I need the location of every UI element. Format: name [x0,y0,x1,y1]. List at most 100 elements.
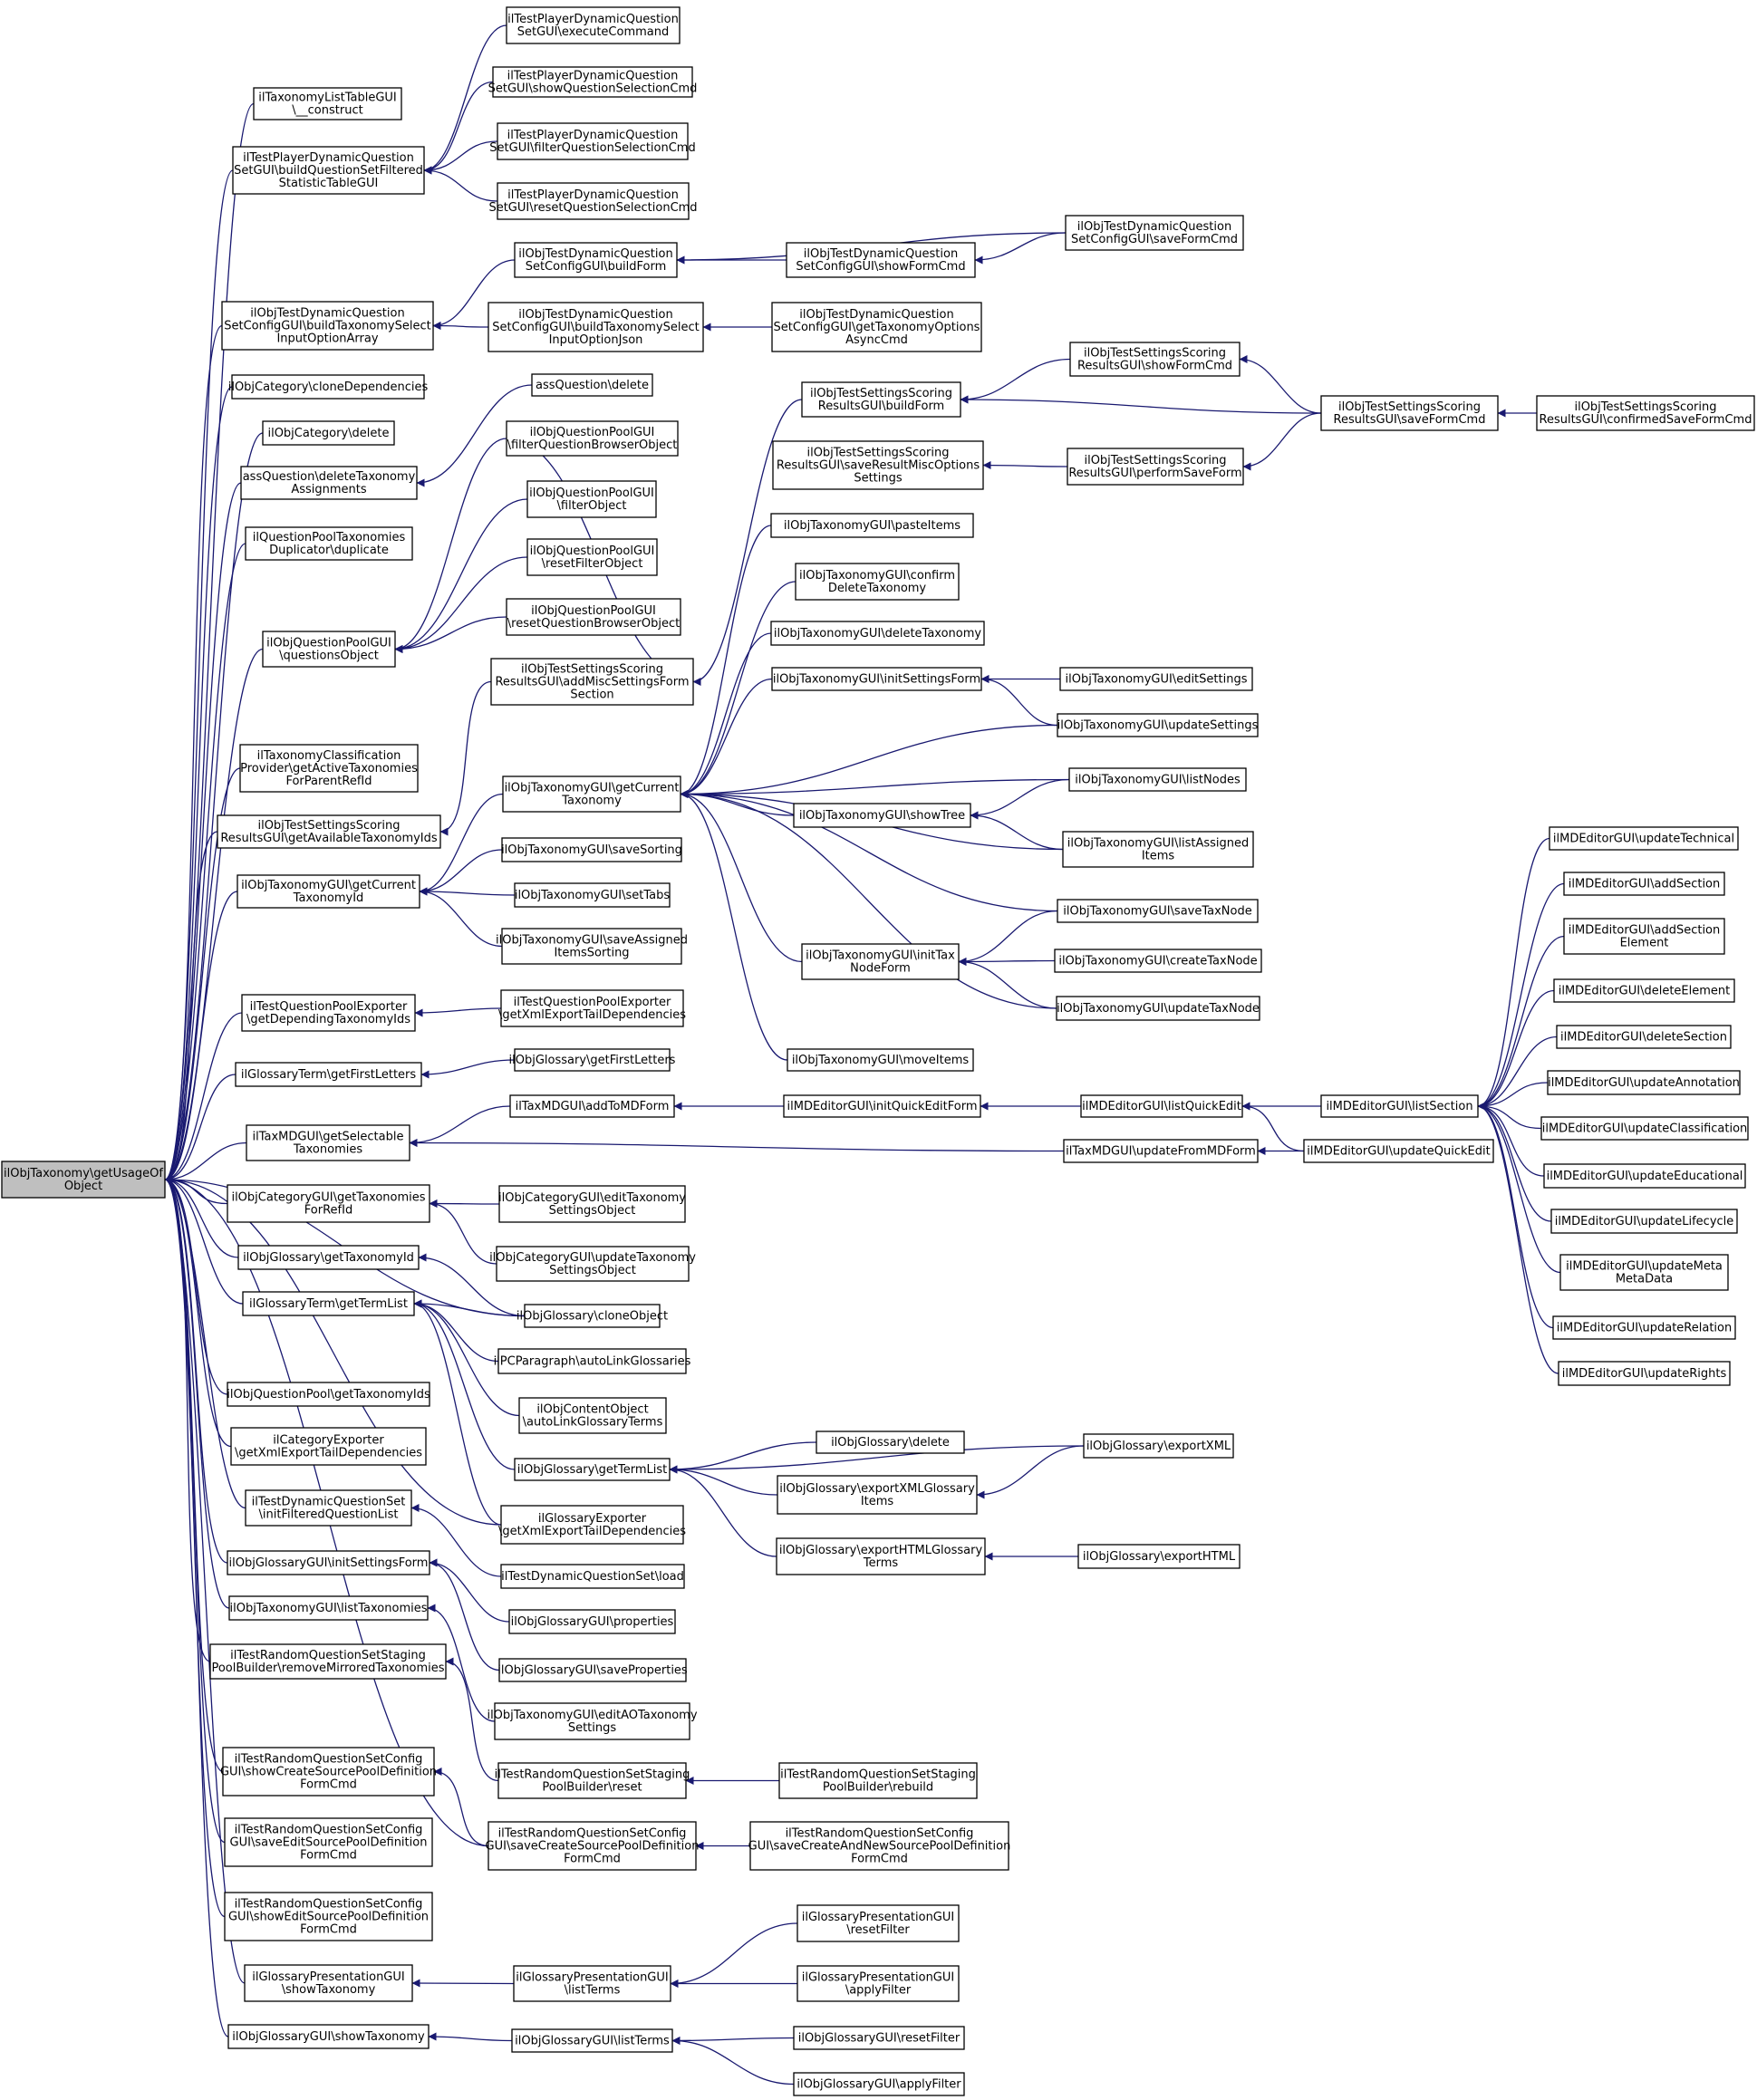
function-node[interactable]: ilObjTaxonomyGUI\setTabs [514,882,671,908]
function-node[interactable]: ilObjTestSettingsScoringResultsGUI\saveR… [772,440,984,490]
function-node[interactable]: ilTestPlayerDynamicQuestionSetGUI\execut… [506,6,681,44]
function-node[interactable]: ilObjTaxonomyGUI\updateSettings [1057,713,1259,737]
function-node[interactable]: ilTestDynamicQuestionSet\load [500,1564,685,1589]
function-node[interactable]: ilObjGlossary\getTermList [514,1458,671,1481]
function-node[interactable]: ilObjTaxonomyGUI\createTaxNode [1054,949,1262,973]
function-node[interactable]: ilObjCategory\cloneDependencies [228,374,429,400]
function-node[interactable]: ilGlossaryPresentationGUI\listTerms [513,1965,671,2002]
function-node[interactable]: ilObjGlossary\getFirstLetters [509,1048,676,1072]
function-node[interactable]: ilObjTaxonomyGUI\listNodes [1068,767,1247,792]
function-node[interactable]: ilQuestionPoolTaxonomiesDuplicator\dupli… [245,526,413,561]
function-node[interactable]: ilObjGlossaryGUI\listTerms [511,2028,673,2053]
function-node[interactable]: ilObjTaxonomyGUI\pasteItems [770,513,974,538]
function-node[interactable]: ilGlossaryTerm\getTermList [242,1291,415,1316]
function-node[interactable]: ilTestQuestionPoolExporter\getXmlExportT… [498,989,686,1027]
function-node[interactable]: ilObjTaxonomyGUI\listTaxonomies [228,1595,429,1621]
function-node[interactable]: ilObjGlossaryGUI\applyFilter [793,2072,965,2096]
function-node[interactable]: ilTestRandomQuestionSetConfigGUI\showEdi… [224,1892,433,1941]
function-node[interactable]: ilObjGlossaryGUI\properties [508,1609,676,1634]
function-node[interactable]: ilObjTestSettingsScoringResultsGUI\getAv… [217,814,441,849]
function-node[interactable]: ilObjQuestionPoolGUI\filterQuestionBrows… [506,420,679,457]
function-node[interactable]: ilMDEditorGUI\updateQuickEdit [1303,1139,1494,1163]
function-node[interactable]: ilMDEditorGUI\updateTechnical [1549,826,1739,851]
function-node[interactable]: ilObjGlossary\exportXML [1083,1433,1234,1459]
function-node[interactable]: ilTestRandomQuestionSetConfigGUI\saveEdi… [224,1817,433,1867]
function-node[interactable]: ilObjContentObject\autoLinkGlossaryTerms [518,1397,667,1434]
function-node[interactable]: ilObjCategoryGUI\editTaxonomySettingsObj… [498,1185,686,1223]
function-node[interactable]: ilTaxMDGUI\updateFromMDForm [1063,1139,1259,1163]
function-node[interactable]: ilObjTaxonomyGUI\saveTaxNode [1057,899,1259,923]
function-node[interactable]: ilObjTestSettingsScoringResultsGUI\confi… [1536,395,1755,431]
function-node[interactable]: ilObjTestDynamicQuestionSetConfigGUI\sav… [1065,215,1244,251]
function-node[interactable]: ilObjTestDynamicQuestionSetConfigGUI\bui… [221,301,434,351]
function-node[interactable]: ilObjGlossaryGUI\saveProperties [497,1658,688,1682]
function-node[interactable]: ilObjGlossary\exportHTML [1077,1544,1241,1569]
function-node[interactable]: ilObjGlossaryGUI\resetFilter [793,2026,965,2050]
function-node[interactable]: ilTaxonomyClassificationProvider\getActi… [239,744,419,793]
function-node[interactable]: ilObjCategory\delete [262,420,395,446]
function-node[interactable]: ilObjTestSettingsScoringResultsGUI\build… [801,381,961,418]
function-node[interactable]: ilTestPlayerDynamicQuestionSetGUI\buildQ… [232,146,425,195]
function-node[interactable]: ilTestRandomQuestionSetStagingPoolBuilde… [778,1762,978,1799]
function-node[interactable]: ilObjQuestionPoolGUI\resetFilterObject [526,538,658,576]
function-node[interactable]: ilTestRandomQuestionSetStagingPoolBuilde… [495,1762,690,1799]
function-node[interactable]: ilObjGlossaryGUI\initSettingsForm [227,1550,430,1575]
function-node[interactable]: ilPCParagraph\autoLinkGlossaries [494,1348,691,1374]
function-node[interactable]: ilObjTestSettingsScoringResultsGUI\addMi… [490,658,694,706]
function-node[interactable]: ilObjQuestionPoolGUI\resetQuestionBrowse… [506,598,681,636]
function-node[interactable]: ilGlossaryTerm\getFirstLetters [235,1062,422,1087]
function-node[interactable]: ilObjGlossary\getTaxonomyId [237,1245,420,1270]
function-node[interactable]: ilObjGlossary\cloneObject [516,1304,668,1328]
function-node[interactable]: ilGlossaryPresentationGUI\resetFilter [796,1904,960,1942]
function-node[interactable]: ilTaxMDGUI\addToMDForm [509,1094,675,1118]
function-node[interactable]: ilObjTaxonomyGUI\updateTaxNode [1056,996,1260,1021]
function-node[interactable]: ilObjTaxonomyGUI\editSettings [1059,667,1253,691]
function-node[interactable]: ilObjQuestionPoolGUI\filterObject [526,480,657,518]
function-node[interactable]: ilTestRandomQuestionSetConfigGUI\saveCre… [748,1821,1011,1871]
function-node[interactable]: ilObjTaxonomyGUI\showTree [793,803,971,828]
function-node[interactable]: ilTestPlayerDynamicQuestionSetGUI\resetQ… [488,182,698,220]
function-node[interactable]: ilTestRandomQuestionSetConfigGUI\showCre… [220,1747,437,1797]
function-node[interactable]: ilCategoryExporter\getXmlExportTailDepen… [230,1427,427,1466]
function-node[interactable]: ilObjTestSettingsScoringResultsGUI\showF… [1069,342,1241,377]
function-node[interactable]: ilMDEditorGUI\listQuickEdit [1080,1094,1243,1118]
function-node[interactable]: ilTestRandomQuestionSetStagingPoolBuilde… [209,1643,447,1680]
function-node[interactable]: ilTestDynamicQuestionSet\initFilteredQue… [245,1489,412,1527]
function-node[interactable]: ilObjQuestionPool\getTaxonomyIds [227,1382,430,1407]
function-node[interactable]: ilMDEditorGUI\updateLifecycle [1550,1209,1738,1234]
function-node[interactable]: ilMDEditorGUI\updateAnnotation [1547,1070,1741,1095]
function-node[interactable]: ilMDEditorGUI\deleteSection [1556,1025,1732,1049]
function-node[interactable]: ilObjTaxonomyGUI\initSettingsForm [771,667,982,691]
function-node[interactable]: ilObjQuestionPoolGUI\questionsObject [262,631,396,668]
function-node[interactable]: ilObjTaxonomyGUI\deleteTaxonomy [770,621,985,646]
function-node[interactable]: ilTestPlayerDynamicQuestionSetGUI\showQu… [488,66,698,98]
function-node[interactable]: ilTestRandomQuestionSetConfigGUI\saveCre… [486,1821,700,1871]
function-node[interactable]: ilMDEditorGUI\updateClassification [1540,1116,1749,1141]
function-node[interactable]: ilObjTestDynamicQuestionSetConfigGUI\sho… [786,242,976,278]
function-node[interactable]: ilTaxonomyListTableGUI\__construct [253,87,402,120]
function-node[interactable]: ilObjTestDynamicQuestionSetConfigGUI\bui… [488,302,704,352]
function-node[interactable]: ilMDEditorGUI\addSection [1563,872,1725,896]
function-node[interactable]: ilMDEditorGUI\updateRights [1558,1361,1731,1386]
function-node[interactable]: ilTestQuestionPoolExporter\getDependingT… [241,994,416,1032]
function-node[interactable]: ilMDEditorGUI\deleteElement [1553,978,1735,1003]
function-node[interactable]: ilObjTestSettingsScoringResultsGUI\perfo… [1067,448,1244,486]
function-node[interactable]: ilTestPlayerDynamicQuestionSetGUI\filter… [489,122,696,160]
function-node[interactable]: ilObjTestDynamicQuestionSetConfigGUI\get… [771,302,982,352]
function-node[interactable]: ilMDEditorGUI\listSection [1320,1094,1479,1118]
function-node[interactable]: ilObjCategoryGUI\updateTaxonomySettingsO… [489,1246,696,1282]
function-node[interactable]: ilObjTaxonomyGUI\saveAssignedItemsSortin… [496,928,688,965]
function-node[interactable]: ilMDEditorGUI\initQuickEditForm [783,1094,981,1118]
function-node[interactable]: ilGlossaryPresentationGUI\applyFilter [796,1965,960,2002]
function-node[interactable]: ilGlossaryPresentationGUI\showTaxonomy [244,1964,413,2002]
